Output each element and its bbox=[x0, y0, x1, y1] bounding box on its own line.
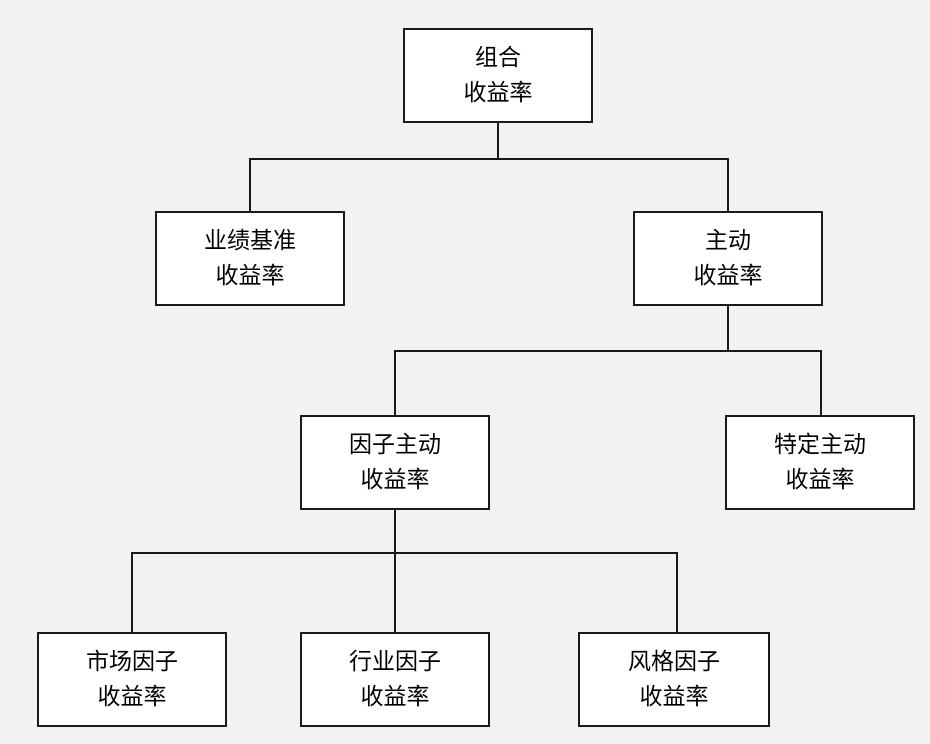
node-label-line: 收益率 bbox=[97, 683, 167, 710]
node-style-factor-return: 风格因子 收益率 bbox=[578, 632, 770, 727]
node-label-line: 行业因子 bbox=[349, 648, 441, 675]
node-label-line: 风格因子 bbox=[628, 648, 720, 675]
node-specific-active-return: 特定主动 收益率 bbox=[725, 415, 915, 510]
node-label-line: 业绩基准 bbox=[204, 227, 296, 254]
node-label-line: 主动 bbox=[705, 227, 751, 254]
node-label-line: 收益率 bbox=[360, 683, 430, 710]
node-factor-active-return: 因子主动 收益率 bbox=[300, 415, 490, 510]
node-label-line: 收益率 bbox=[639, 683, 709, 710]
node-label-line: 收益率 bbox=[215, 262, 285, 289]
node-label-line: 因子主动 bbox=[349, 431, 441, 458]
node-benchmark-return: 业绩基准 收益率 bbox=[155, 211, 345, 306]
node-label-line: 组合 bbox=[475, 44, 521, 71]
node-label-line: 市场因子 bbox=[86, 648, 178, 675]
node-active-return: 主动 收益率 bbox=[633, 211, 823, 306]
node-industry-factor-return: 行业因子 收益率 bbox=[300, 632, 490, 727]
node-portfolio-return: 组合 收益率 bbox=[403, 28, 593, 123]
node-label-line: 收益率 bbox=[463, 79, 533, 106]
node-market-factor-return: 市场因子 收益率 bbox=[37, 632, 227, 727]
node-label-line: 特定主动 bbox=[774, 431, 866, 458]
node-label-line: 收益率 bbox=[360, 466, 430, 493]
node-label-line: 收益率 bbox=[693, 262, 763, 289]
node-label-line: 收益率 bbox=[785, 466, 855, 493]
